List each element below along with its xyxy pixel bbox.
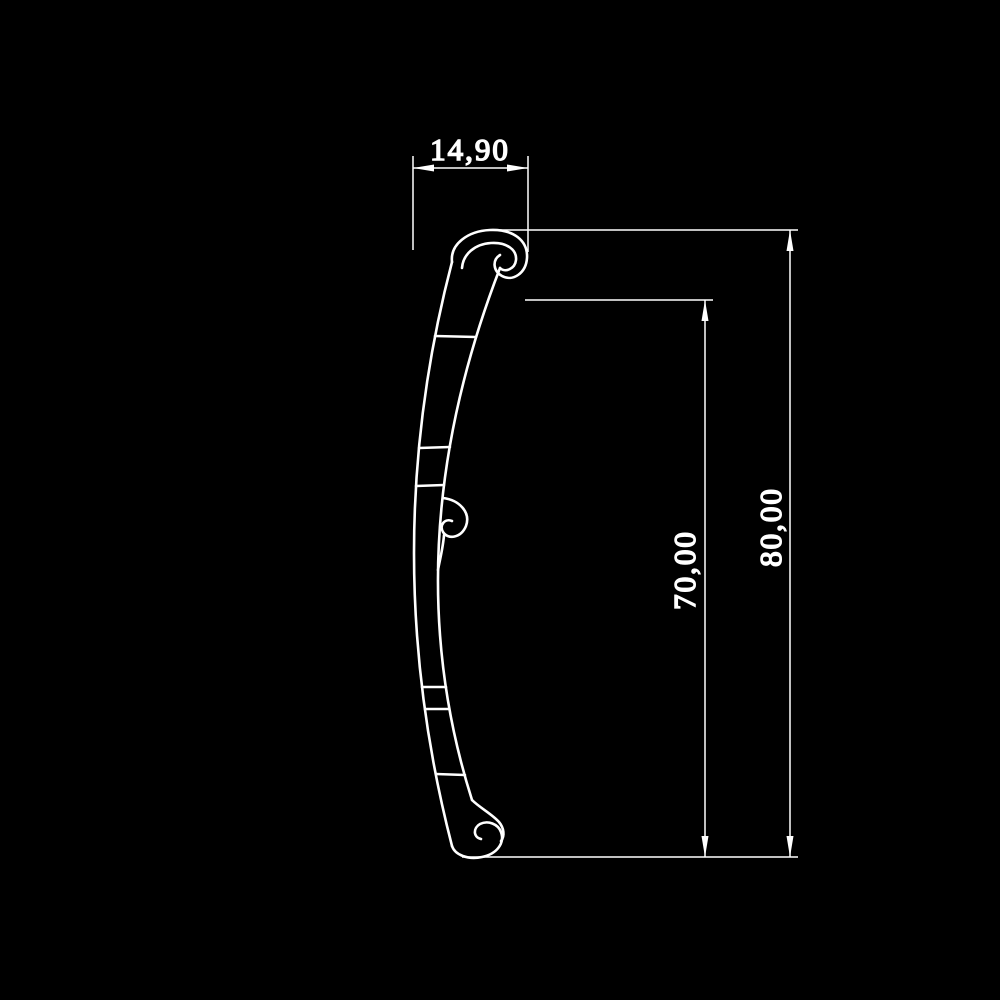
dimension-inner-height-label: 70,00: [667, 530, 702, 610]
dimension-inner-height: 70,00: [525, 299, 713, 857]
dimension-overall-height-arrowhead-top: [786, 230, 794, 251]
dimension-inner-height-arrowhead-bottom: [701, 836, 709, 857]
dimension-width-arrowhead-right: [507, 164, 528, 172]
profile-ribs: [414, 334, 478, 777]
dimension-overall-height-arrowhead-bottom: [786, 836, 794, 857]
slat-profile-outline: [412, 228, 529, 860]
dimension-width-arrowhead-left: [413, 164, 434, 172]
profile-top-hook-inner: [460, 241, 518, 272]
profile-top-hook: [450, 228, 529, 280]
dimension-width: 14,90: [412, 131, 529, 252]
profile-mid-hook: [436, 496, 469, 572]
dimension-width-extension-lines: [412, 156, 529, 252]
dimension-overall-height: 80,00: [462, 229, 798, 858]
profile-inner-wall: [436, 266, 502, 802]
dimension-inner-height-arrowhead-top: [701, 300, 709, 321]
dimension-width-label: 14,90: [430, 132, 510, 167]
profile-outer-wall: [412, 260, 454, 848]
profile-bottom-hook: [450, 821, 504, 860]
dimension-overall-height-label: 80,00: [753, 487, 788, 567]
